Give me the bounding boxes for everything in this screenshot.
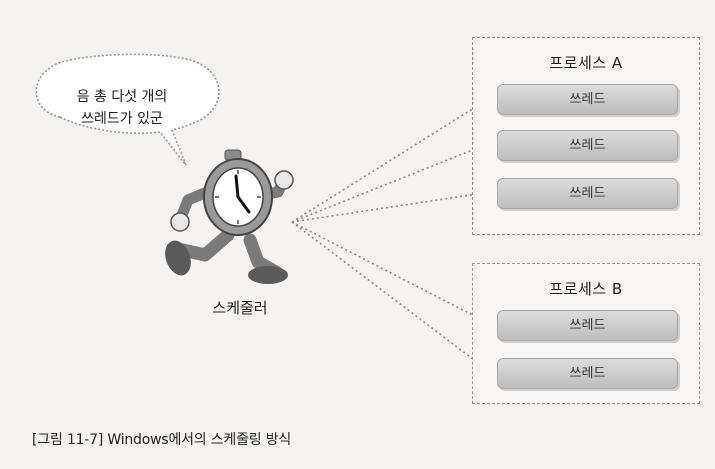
speech-bubble-text: 음 총 다섯 개의 쓰레드가 있군: [62, 86, 182, 130]
figure-caption: [그림 11-7] Windows에서의 스케줄링 방식: [32, 432, 292, 448]
process-a-thread-2: 쓰레드: [497, 130, 678, 161]
speech-line-1: 음 총 다섯 개의: [76, 89, 168, 105]
process-b-box: 프로세스 B 쓰레드 쓰레드: [472, 263, 700, 404]
scheduler-clock-icon: [165, 149, 294, 284]
arrows: [291, 98, 490, 372]
process-a-thread-1: 쓰레드: [497, 84, 678, 115]
process-b-thread-2: 쓰레드: [497, 358, 678, 389]
process-b-thread-1: 쓰레드: [497, 310, 678, 341]
scheduler-label: 스케줄러: [212, 299, 268, 317]
arrow-a3: [291, 192, 490, 223]
process-b-title: 프로세스 B: [549, 280, 623, 298]
speech-line-2: 쓰레드가 있군: [81, 111, 163, 127]
arrow-b1: [291, 221, 490, 324]
arrow-b2: [291, 221, 490, 372]
speech-bubble: [35, 53, 220, 166]
process-a-title: 프로세스 A: [549, 54, 623, 72]
arrow-a1: [291, 98, 490, 223]
process-a-box: 프로세스 A 쓰레드 쓰레드 쓰레드: [472, 37, 700, 235]
arrow-a2: [291, 143, 490, 223]
process-a-thread-3: 쓰레드: [497, 178, 678, 209]
